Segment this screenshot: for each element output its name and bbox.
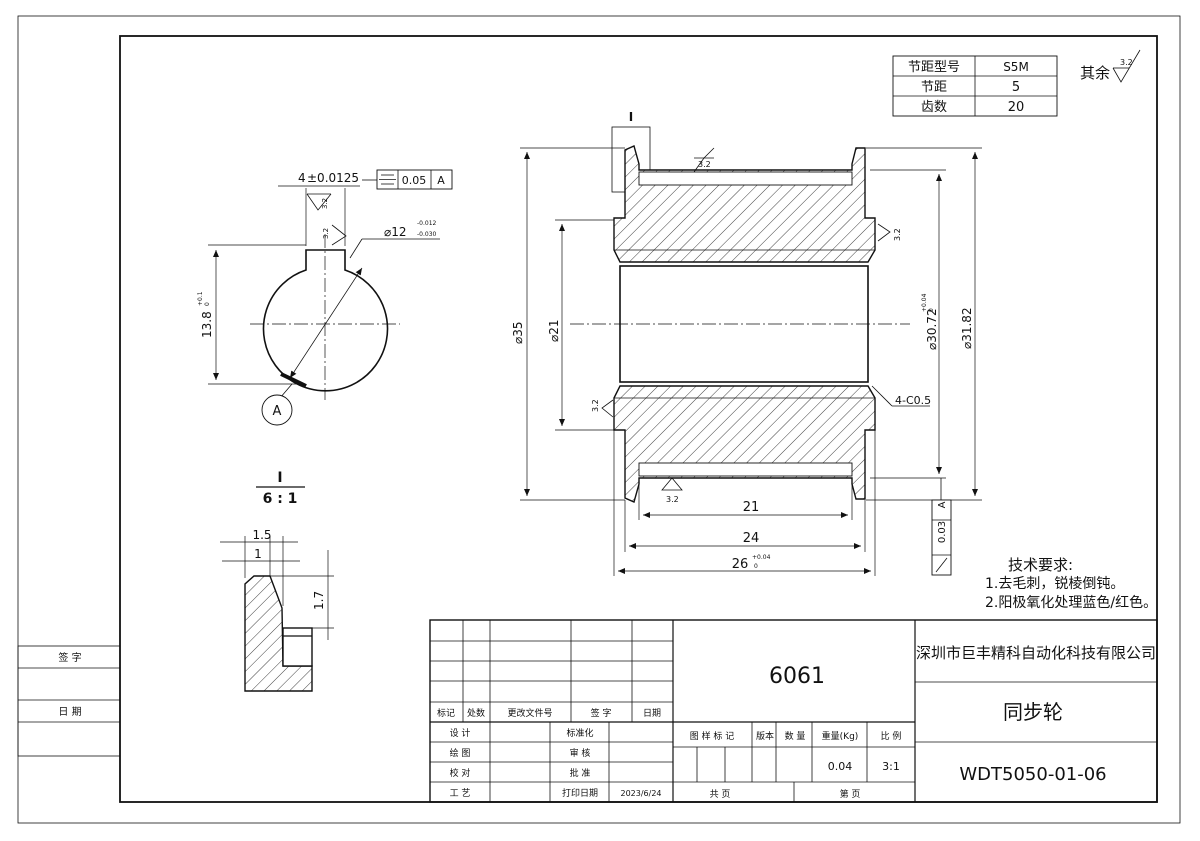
sheet-outer-border [17,15,1181,824]
rev-header-count: 处数 [467,707,485,719]
bore-tol-lower: -0.030 [417,231,437,238]
tooth-dia-tol-upper: +0.04 [921,293,928,312]
end-view: 13.8 +0.1 0 4 ±0.0125 0.05 A 3.2 3.2 [197,169,453,426]
row-review: 审 核 [570,747,591,759]
pitch-label: 节距 [921,80,947,95]
row-approve: 批 准 [570,767,591,779]
length-26-tol-lower: 0 [754,563,758,570]
detail-view-i: I 6 : 1 1.5 1 1.7 [220,470,334,692]
detail-callout-label: I [629,110,633,124]
keyway-depth-dim: 13.8 [200,311,214,338]
length-21-dim: 21 [743,500,760,515]
row-design: 设 计 [450,727,471,739]
teeth-value: 20 [1008,100,1025,115]
section-marker-label: A [273,404,282,419]
tech-requirements: 技术要求: 1.去毛刺，锐棱倒钝。 2.阳极氧化处理蓝色/红色。 [985,556,1157,611]
drawing-number: WDT5050-01-06 [959,764,1106,785]
pitch-value: 5 [1012,80,1020,95]
tooth-dia-dim: ⌀30.72 [925,308,939,350]
weight-value: 0.04 [828,760,853,773]
info-header-version: 版本 [756,730,774,742]
side-sign-block: 签 字 日 期 [17,645,121,757]
info-header-qty: 数 量 [785,730,806,742]
row-print-date-label: 打印日期 [562,787,598,799]
hub-dia-dim: ⌀21 [547,320,561,343]
symmetry-datum: A [437,174,445,187]
keyway-roughness-2: 3.2 [322,228,330,239]
title-block: 标记 处数 更改文件号 签 字 日期 设 计 标准化 绘 图 审 核 校 对 批… [429,619,1158,803]
general-roughness-note: 其余 3.2 [1080,49,1141,83]
keyway-depth-tol-lower: 0 [204,302,211,306]
pitch-type-label: 节距型号 [908,60,960,75]
main-section-view: I 3.2 3.2 3.2 3.2 ⌀35 ⌀21 [511,110,982,576]
runout-value: 0.03 [937,521,948,543]
section-roughness-right: 3.2 [893,228,902,241]
section-marker-circle [261,394,293,426]
detail-dim-1: 1 [254,547,262,561]
symmetry-tolerance-frame: 0.05 A [362,169,453,190]
material: 6061 [769,664,825,689]
rev-header-sign: 签 字 [591,707,612,719]
section-roughness-bottom: 3.2 [666,495,679,504]
bore-tol-upper: -0.012 [417,220,437,227]
detail-dim-1-7: 1.7 [312,591,326,610]
chamfer-note: 4-C0.5 [895,394,931,407]
keyway-width-dim: 4 [298,171,306,185]
detail-dim-1-5: 1.5 [252,528,271,542]
row-standard: 标准化 [566,727,593,739]
length-26-dim: 26 [732,557,749,572]
keyway-roughness-1: 3.2 [321,198,329,209]
total-sheets: 共 页 [710,789,731,800]
symmetry-tol-value: 0.05 [402,174,427,187]
tech-req-item-2: 2.阳极氧化处理蓝色/红色。 [985,594,1157,611]
scale-value: 3:1 [882,760,900,773]
keyway-depth-tol-upper: +0.1 [197,291,204,306]
rev-header-date: 日期 [643,708,661,719]
row-print-date-value: 2023/6/24 [620,789,661,798]
runout-tolerance-frame: A 0.03 [931,478,952,576]
teeth-label: 齿数 [921,100,947,115]
tooth-dia-tol-lower: 0 [928,308,935,312]
detail-view-scale: 6 : 1 [263,491,298,507]
tech-req-title: 技术要求: [1008,556,1073,574]
detail-view-label: I [277,470,282,486]
sheet-no: 第 页 [840,788,861,800]
side-sign-label: 签 字 [58,651,81,664]
length-26-tol-upper: +0.04 [752,554,771,561]
pitch-table: 节距型号 S5M 节距 5 齿数 20 [892,55,1058,117]
row-drawing: 绘 图 [450,747,471,759]
info-header-scale: 比 例 [881,730,902,742]
outer-dia-dim: ⌀35 [511,322,525,345]
roughness-prefix: 其余 [1080,64,1110,82]
tech-req-item-1: 1.去毛刺，锐棱倒钝。 [985,576,1124,592]
keyway-width-tol: ±0.0125 [307,171,359,185]
rev-header-mark: 标记 [437,707,455,719]
row-check: 校 对 [450,767,471,779]
section-roughness-left: 3.2 [591,399,600,412]
side-date-label: 日 期 [58,706,81,718]
part-name: 同步轮 [1003,700,1063,724]
bore-profile [262,249,389,392]
length-24-dim: 24 [743,531,760,546]
roughness-general-value: 3.2 [1120,58,1133,67]
company-name: 深圳市巨丰精科自动化科技有限公司 [916,644,1156,662]
bore-dia-dim: ⌀12 [384,225,407,239]
info-header-weight: 重量(Kg) [822,730,859,742]
row-process: 工 艺 [450,788,471,799]
rev-header-doc: 更改文件号 [507,707,552,719]
pitch-type-value: S5M [1003,60,1029,74]
flange-dia-dim: ⌀31.82 [960,307,974,349]
runout-datum: A [937,501,948,508]
info-header-mark: 图 样 标 记 [690,730,735,742]
section-roughness-top: 3.2 [698,160,711,169]
